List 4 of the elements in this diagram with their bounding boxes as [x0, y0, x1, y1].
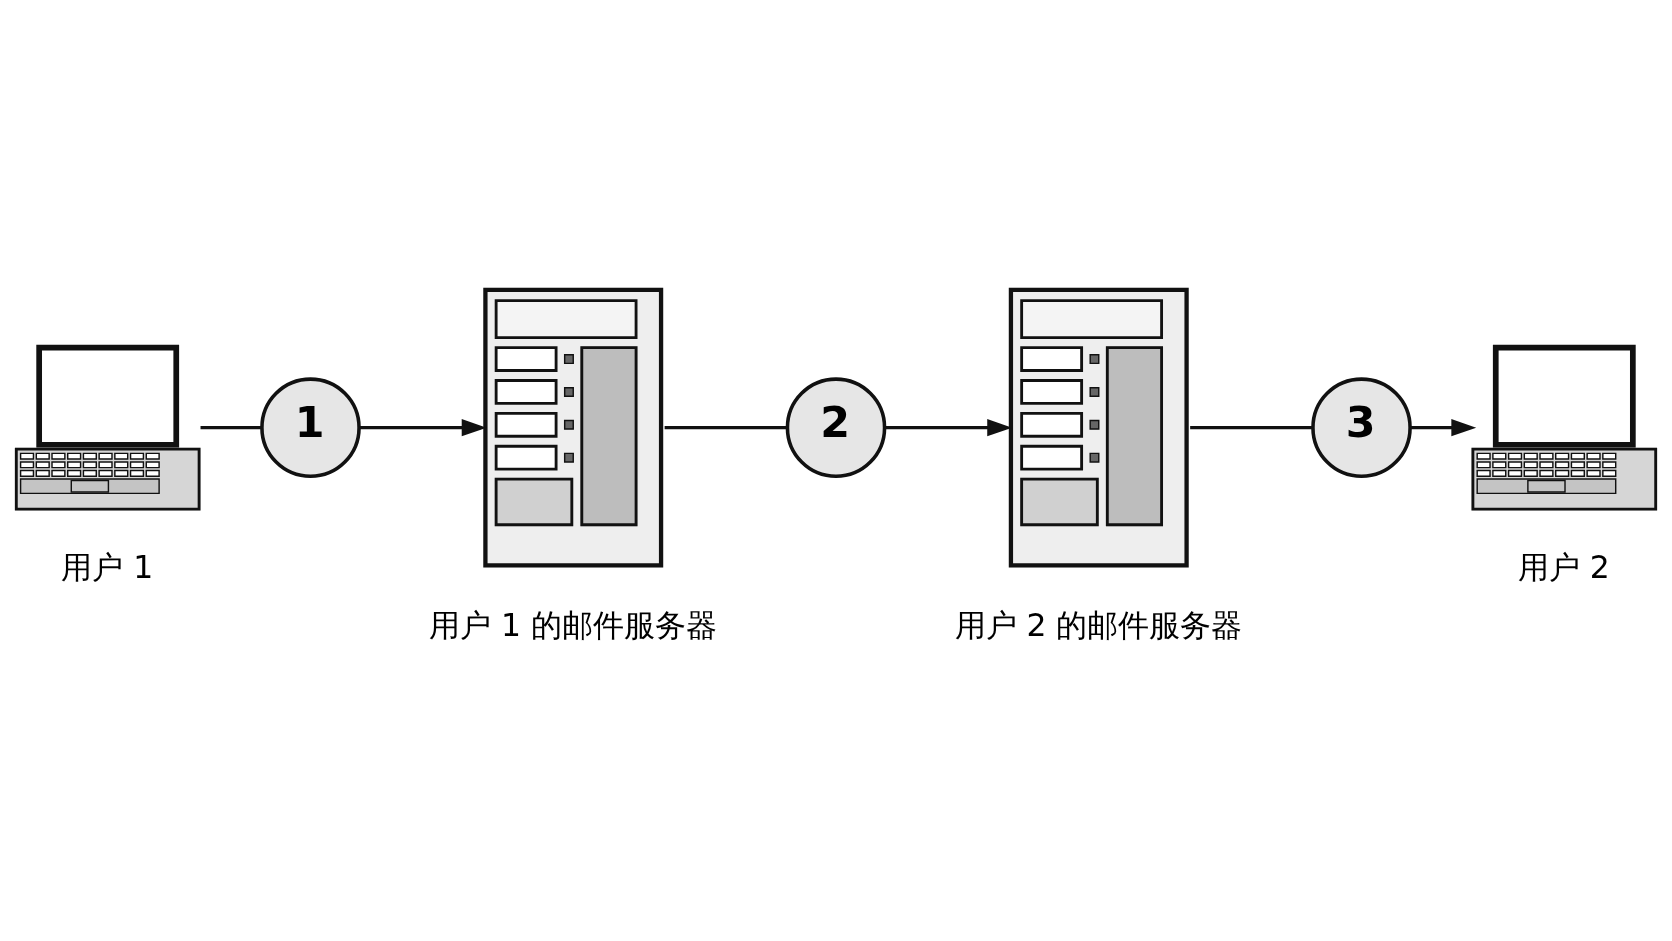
node-label: 用户 2	[1517, 549, 1610, 586]
node-label: 用户 2 的邮件服务器	[954, 606, 1243, 643]
node-label: 用户 1 的邮件服务器	[429, 606, 717, 643]
node-label: 用户 1	[61, 549, 154, 586]
